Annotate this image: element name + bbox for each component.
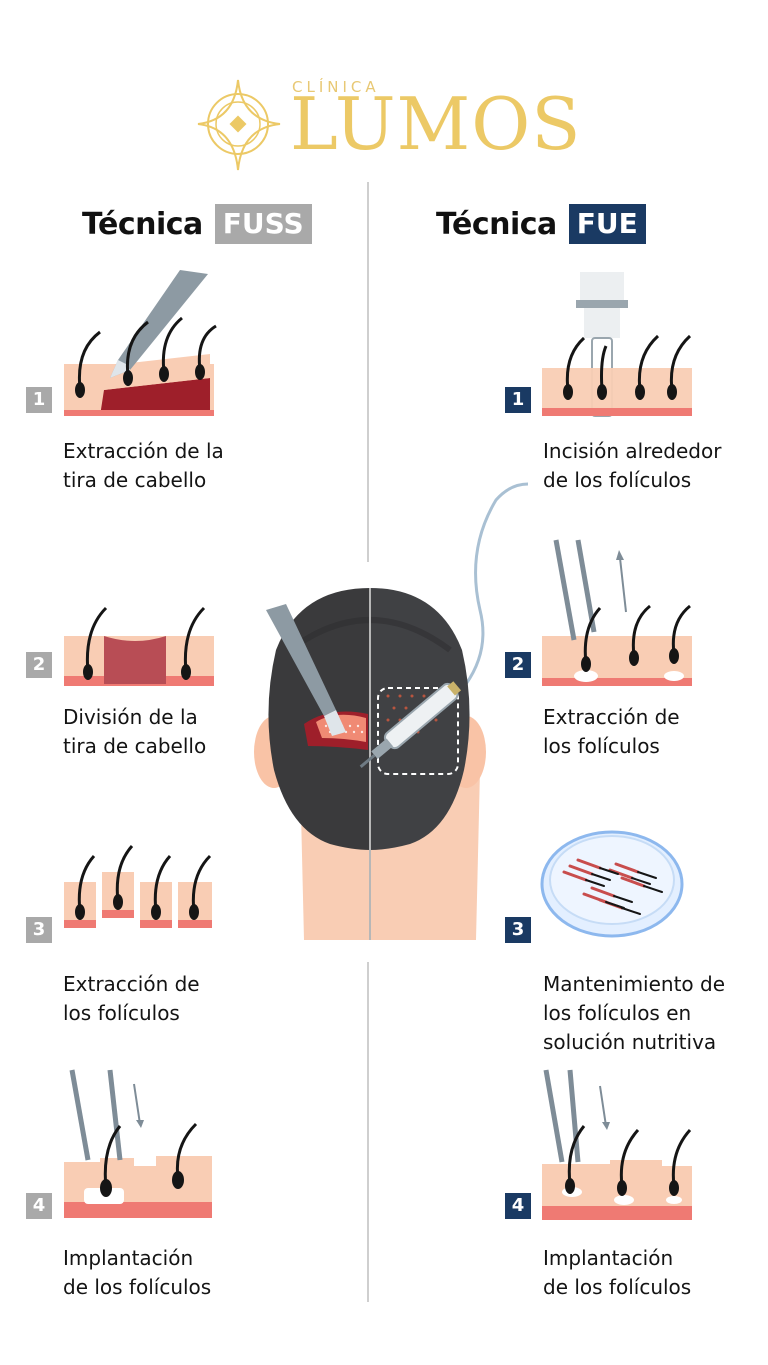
fuss-step1-line2: tira de cabello <box>63 468 207 492</box>
fuss-step4-line1: Implantación <box>63 1246 194 1270</box>
fuss-step2-caption: División de la tira de cabello <box>63 703 283 761</box>
clinic-logo: CLÍNICA LUMOS <box>196 74 596 174</box>
fue-device-tube <box>464 482 529 685</box>
fue-step2-line2: los folículos <box>543 734 660 758</box>
fue-step3-line3: solución nutritiva <box>543 1030 717 1054</box>
fue-step4-line1: Implantación <box>543 1246 674 1270</box>
fuss-step2-number: 2 <box>26 652 52 678</box>
fue-step1-line1: Incisión alrededor <box>543 439 722 463</box>
fuss-step2-line1: División de la <box>63 705 198 729</box>
compass-star-logo-icon <box>197 79 281 171</box>
fuss-step1-strip-illustration <box>64 270 217 416</box>
fue-step1-number: 1 <box>505 387 531 413</box>
fue-step3-line2: los folículos en <box>543 1001 692 1025</box>
fuss-tag: FUSS <box>214 204 312 244</box>
column-divider-top <box>367 182 369 562</box>
fuss-step1-caption: Extracción de la tira de cabello <box>63 437 283 495</box>
fuss-step4-caption: Implantación de los folículos <box>63 1244 283 1302</box>
fue-step2-line1: Extracción de <box>543 705 680 729</box>
fuss-step4-line2: de los folículos <box>63 1275 212 1299</box>
fue-heading-text: Técnica <box>436 206 557 242</box>
fue-step4-line2: de los folículos <box>543 1275 692 1299</box>
head-back-view-illustration <box>254 482 529 940</box>
fue-step4-implant-illustration <box>542 1069 692 1220</box>
fuss-step3-follicles-illustration <box>64 844 212 928</box>
fuss-step3-line1: Extracción de <box>63 972 200 996</box>
fue-step3-petri-dish-illustration <box>540 830 684 938</box>
fuss-step1-line1: Extracción de la <box>63 439 224 463</box>
fuss-step4-number: 4 <box>26 1193 52 1219</box>
brand-small-text: CLÍNICA <box>292 78 380 96</box>
fuss-step4-implant-illustration <box>64 1069 212 1218</box>
fue-step2-extraction-illustration <box>542 539 692 686</box>
fuss-step3-caption: Extracción de los folículos <box>63 970 283 1028</box>
fuss-step3-number: 3 <box>26 917 52 943</box>
fue-step2-number: 2 <box>505 652 531 678</box>
fue-step3-line1: Mantenimiento de <box>543 972 726 996</box>
fuss-step2-division-illustration <box>64 606 214 686</box>
fue-step1-punch-illustration <box>542 272 692 417</box>
fue-step4-number: 4 <box>505 1193 531 1219</box>
fue-step3-caption: Mantenimiento de los folículos en soluci… <box>543 970 763 1057</box>
fuss-step2-line2: tira de cabello <box>63 734 207 758</box>
fuss-step1-number: 1 <box>26 387 52 413</box>
fue-step4-caption: Implantación de los folículos <box>543 1244 763 1302</box>
fue-tag: FUE <box>568 204 646 244</box>
fuss-heading-text: Técnica <box>82 206 203 242</box>
brand-name: LUMOS <box>290 82 582 166</box>
fue-step1-line2: de los folículos <box>543 468 692 492</box>
fue-step2-caption: Extracción de los folículos <box>543 703 763 761</box>
column-divider-bottom <box>367 962 369 1302</box>
fue-step1-caption: Incisión alrededor de los folículos <box>543 437 763 495</box>
fuss-step3-line2: los folículos <box>63 1001 180 1025</box>
fuss-heading: Técnica FUSS <box>82 203 312 245</box>
fue-heading: Técnica FUE <box>436 203 646 245</box>
fue-step3-number: 3 <box>505 917 531 943</box>
